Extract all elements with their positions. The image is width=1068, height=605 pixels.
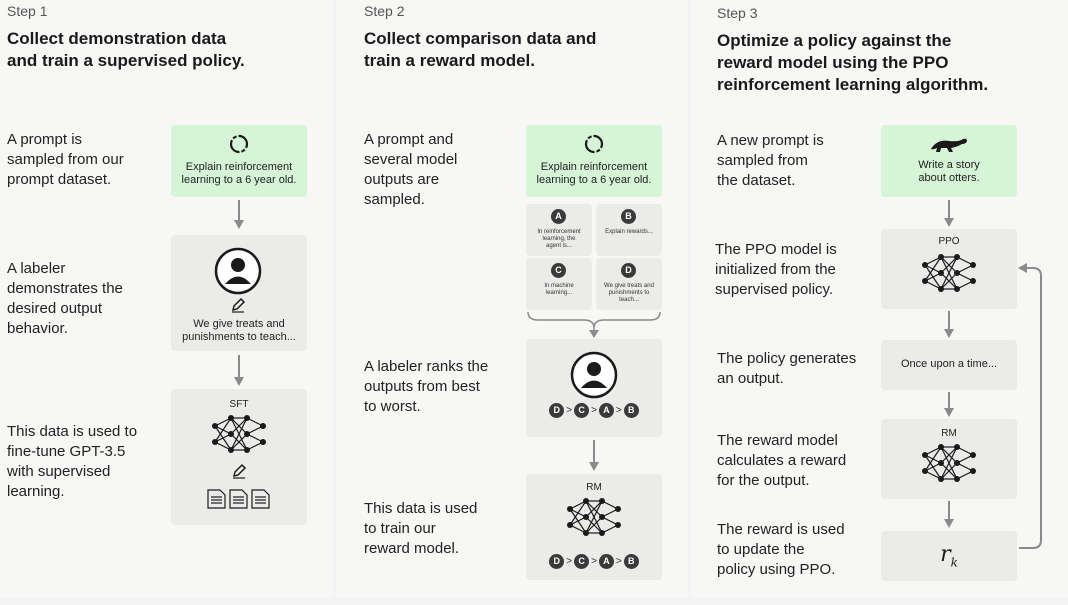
- step3-reward-box: rk: [881, 531, 1017, 581]
- output-card-b: B Explain rewards...: [596, 204, 662, 256]
- recycle-icon: [229, 134, 249, 154]
- output-card-text: Explain rewards...: [605, 229, 653, 235]
- step3-rm-box: RM: [881, 419, 1017, 499]
- loop-arrow-icon: [1018, 263, 1042, 549]
- network-icon: [567, 498, 621, 536]
- person-icon: [214, 247, 262, 295]
- pencil-icon: [232, 463, 247, 479]
- network-icon: [212, 415, 266, 453]
- step3-panel: Step 3 Optimize a policy against the rew…: [691, 0, 1068, 598]
- step2-label: Step 2: [364, 3, 405, 19]
- recycle-icon: [584, 134, 604, 154]
- arrow-down-icon: [944, 200, 954, 227]
- step2-title: Collect comparison data and train a rewa…: [364, 29, 597, 70]
- document-icon: [207, 489, 270, 509]
- step2-panel: Step 2 Collect comparison data and train…: [336, 0, 688, 598]
- reward-symbol: rk: [940, 542, 958, 570]
- step1-label: Step 1: [7, 3, 48, 19]
- network-icon: [922, 254, 976, 292]
- person-icon: [570, 351, 618, 399]
- output-card-letter: B: [621, 209, 636, 224]
- step3-output-box: Once upon a time...: [881, 340, 1017, 390]
- rm-label: RM: [941, 428, 957, 439]
- step2-rm-box: RM D>C>A>B: [526, 474, 662, 580]
- arrow-down-icon: [944, 311, 954, 338]
- arrow-down-icon: [944, 392, 954, 417]
- step2-rank-box: D>C>A>B: [526, 339, 662, 437]
- pencil-icon: [231, 297, 246, 313]
- step1-sft-box: SFT: [171, 389, 307, 525]
- arrow-down-icon: [944, 501, 954, 528]
- step1-title: Collect demonstration data and train a s…: [7, 29, 245, 70]
- ppo-label: PPO: [938, 236, 960, 247]
- arrow-down-icon: [589, 440, 599, 471]
- output-text: Once upon a time...: [901, 358, 997, 370]
- output-card-letter: A: [551, 209, 566, 224]
- output-card-letter: D: [621, 263, 636, 278]
- otter-icon: [931, 138, 967, 152]
- output-card-letter: C: [551, 263, 566, 278]
- arrow-down-icon: [234, 200, 244, 229]
- ranking-row: D>C>A>B: [526, 403, 662, 418]
- step3-ppo-box: PPO: [881, 229, 1017, 309]
- rm-label: RM: [586, 482, 602, 493]
- step3-label: Step 3: [717, 5, 758, 21]
- step1-panel: Step 1 Collect demonstration data and tr…: [0, 0, 333, 598]
- step3-title: Optimize a policy against the reward mod…: [717, 31, 989, 94]
- bracket-icon: [527, 312, 661, 338]
- sft-label: SFT: [229, 399, 249, 410]
- ranking-row: D>C>A>B: [526, 554, 662, 569]
- arrow-down-icon: [234, 355, 244, 386]
- network-icon: [922, 444, 976, 482]
